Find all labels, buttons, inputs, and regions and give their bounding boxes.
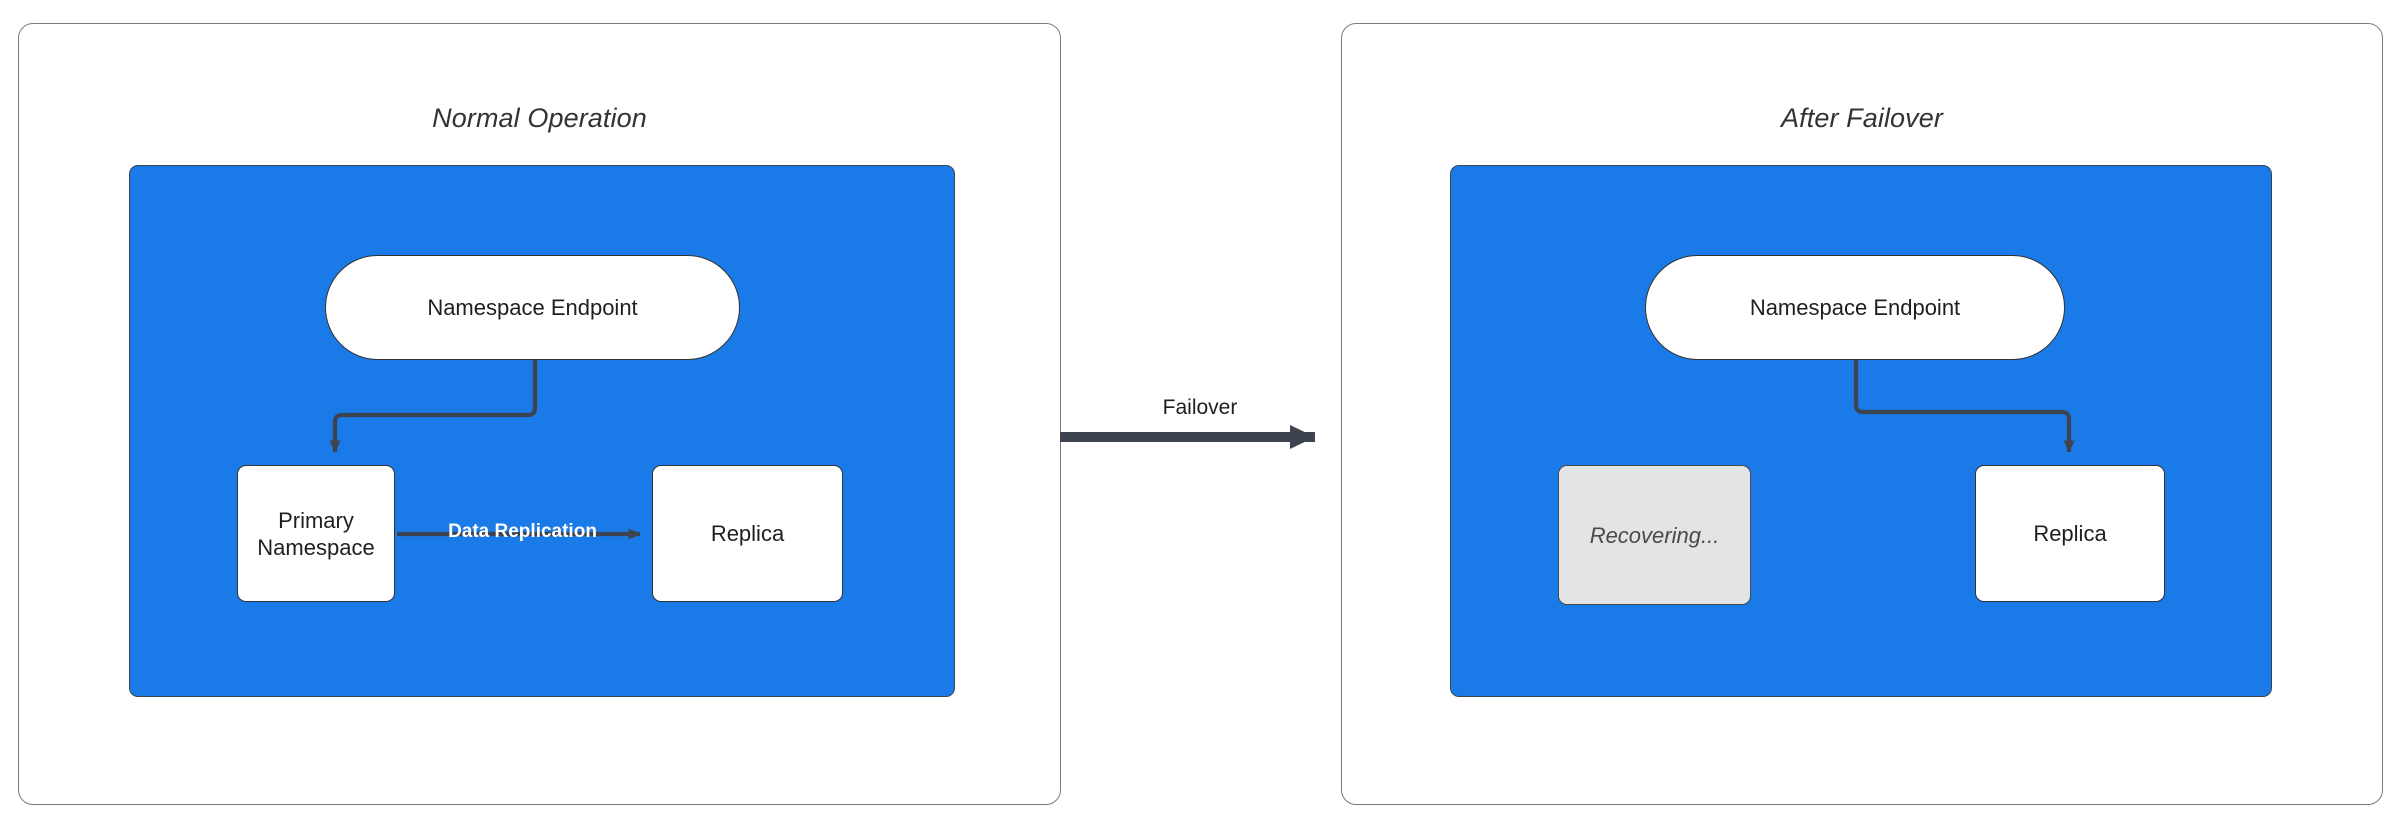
node-label-line2: Namespace bbox=[257, 534, 375, 560]
failover-label: Failover bbox=[1162, 396, 1238, 419]
node-namespace-endpoint-left[interactable]: Namespace Endpoint bbox=[325, 255, 740, 360]
node-namespace-endpoint-right[interactable]: Namespace Endpoint bbox=[1645, 255, 2065, 360]
node-label-line1: Primary bbox=[278, 507, 354, 533]
cluster-box-after-failover bbox=[1450, 165, 2272, 697]
panel-title-normal-operation: Normal Operation bbox=[432, 103, 647, 133]
cluster-box-normal-operation bbox=[129, 165, 955, 697]
node-primary-namespace[interactable]: Primary Namespace bbox=[237, 465, 395, 602]
node-replica-right[interactable]: Replica bbox=[1975, 465, 2165, 602]
node-label: Namespace Endpoint bbox=[427, 295, 638, 320]
node-label: Namespace Endpoint bbox=[1749, 295, 1961, 320]
panel-title-after-failover: After Failover bbox=[1781, 103, 1943, 133]
node-label: Replica bbox=[710, 521, 785, 546]
failover-transition-group: Failover bbox=[1055, 395, 1345, 485]
node-label: Recovering... bbox=[1589, 522, 1720, 548]
node-recovering[interactable]: Recovering... bbox=[1558, 465, 1751, 605]
node-label-multiline: Primary Namespace bbox=[257, 507, 374, 561]
node-label: Replica bbox=[2033, 521, 2107, 546]
node-replica-left[interactable]: Replica bbox=[652, 465, 843, 602]
edge-label-data-replication: Data Replication bbox=[448, 521, 597, 542]
failover-arrow-svg bbox=[1060, 425, 1315, 449]
